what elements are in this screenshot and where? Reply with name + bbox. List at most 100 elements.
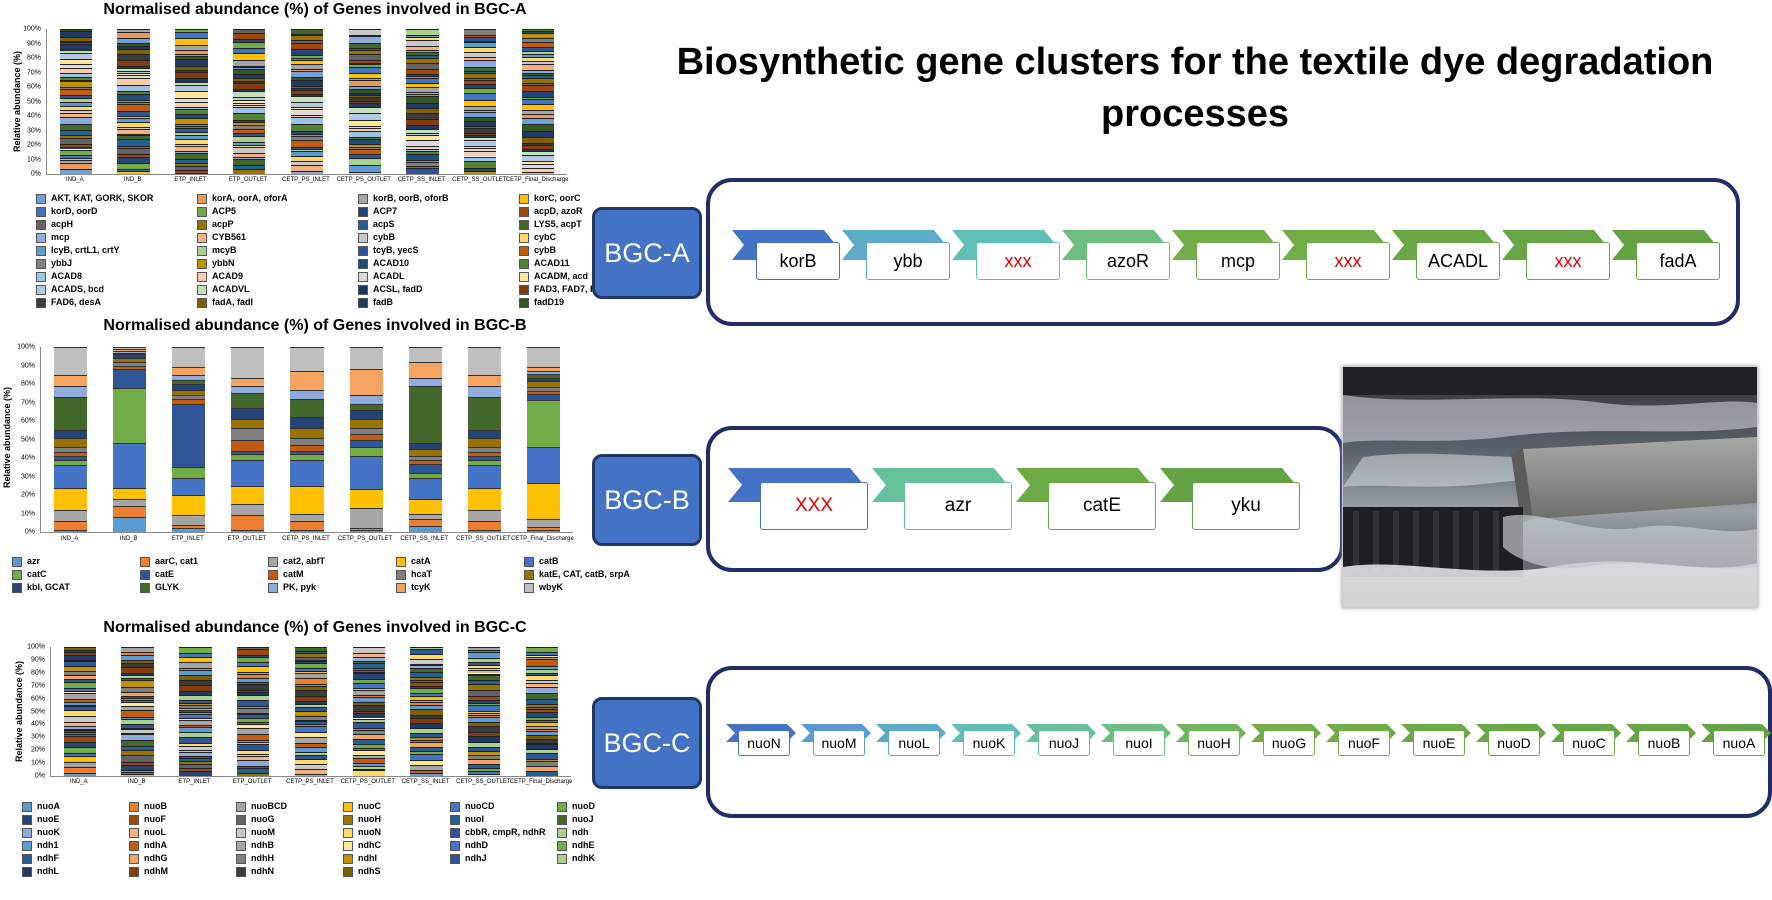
bar-segment (179, 699, 212, 703)
legend-item: acpS (358, 219, 503, 230)
legend-swatch (519, 193, 529, 204)
legend-swatch (197, 297, 207, 308)
bar-segment (233, 39, 266, 43)
bar-segment (117, 115, 150, 119)
legend-item: tcyK (396, 582, 508, 593)
gene-label: nuoE (1413, 730, 1465, 756)
bar-segment (468, 755, 501, 759)
bar-segment (179, 724, 212, 728)
bar-segment (290, 29, 324, 34)
legend-label: nuoM (251, 827, 275, 837)
bar-segment (59, 113, 93, 118)
bar-segment (63, 661, 97, 666)
bar-segment (233, 66, 266, 69)
bar-segment (410, 751, 443, 755)
bar-segment (117, 145, 150, 149)
bar-segment (410, 741, 443, 747)
bar-segment (175, 32, 208, 39)
bar-segment (59, 40, 93, 43)
bar-segment (54, 459, 88, 466)
bar-segment (59, 130, 93, 135)
bar-segment (468, 657, 501, 662)
bar-segment (290, 68, 324, 71)
bar-segment (525, 675, 559, 681)
bar-segment (352, 690, 385, 696)
bar-segment (468, 684, 501, 691)
bar-segment (179, 732, 212, 737)
bar-segment (117, 75, 150, 78)
y-tick-label: 90% (20, 362, 35, 369)
legend-item: ndhM (129, 866, 220, 877)
gene-label: nuoJ (1038, 730, 1090, 756)
bar-segment (348, 130, 381, 138)
legend-swatch (36, 258, 46, 269)
chart-a-title: Normalised abundance (%) of Genes involv… (103, 1, 527, 18)
bar-segment (290, 57, 324, 60)
bar-segment (410, 701, 443, 705)
bar-segment (467, 437, 501, 447)
bar-segment (63, 721, 97, 726)
bar-segment (175, 49, 208, 54)
bar-segment (348, 128, 381, 131)
bar-segment (352, 718, 385, 723)
bar-segment (348, 43, 381, 48)
legend-label: ndh (572, 827, 589, 837)
chart-a-yticks: 0%10%20%30%40%50%60%70%80%90%100% (0, 26, 44, 178)
bar-segment (179, 751, 212, 757)
bar-segment (294, 672, 328, 679)
bar-segment (521, 50, 555, 54)
legend-label: catM (283, 569, 304, 579)
bar-segment (121, 647, 154, 652)
bar-segment (231, 378, 265, 386)
bar-segment (468, 690, 501, 696)
bar-segment (349, 395, 383, 405)
bar-segment (294, 683, 328, 686)
x-tick-label: ETP_OUTLET (228, 177, 268, 183)
bar-segment (290, 124, 324, 131)
legend-label: ndhE (572, 840, 595, 850)
bar-segment (406, 29, 439, 36)
bar-segment (526, 377, 560, 382)
bar-segment (290, 108, 324, 116)
bar-segment (294, 653, 328, 657)
gene-label: nuoN (738, 730, 790, 756)
bar-segment (521, 130, 555, 138)
y-tick-label: 20% (26, 141, 41, 149)
bar-segment (294, 731, 328, 738)
bar-segment (525, 721, 559, 726)
legend-item: korC, oorC (519, 193, 659, 204)
bar-segment (521, 167, 555, 173)
legend-item: ACADM, acd (519, 271, 659, 282)
bar-segment (464, 99, 497, 106)
legend-label: nuoK (37, 827, 60, 837)
y-tick-label: 20% (30, 746, 45, 754)
bar-segment (172, 528, 206, 532)
bar-segment (59, 76, 93, 80)
bar-segment (352, 697, 385, 703)
bar-segment (117, 157, 150, 163)
bar-segment (54, 530, 88, 532)
x-tick-label: ETP_INLET (171, 536, 204, 542)
legend-label: tcyB, yecS (373, 245, 419, 255)
bar-segment (113, 354, 147, 359)
bar-segment (349, 369, 383, 396)
legend-swatch (129, 814, 139, 825)
bar-segment (179, 702, 212, 706)
y-tick-label: 100% (17, 343, 35, 351)
bar-segment (525, 704, 559, 708)
bar-segment (237, 741, 270, 745)
legend-item: mcyB (197, 245, 342, 256)
bar-segment (294, 719, 328, 721)
legend-item: ndh (557, 827, 648, 838)
legend-swatch (129, 827, 139, 838)
bar-segment (233, 124, 266, 130)
bar-segment (525, 657, 559, 660)
legend-label: korB, oorB, oforB (373, 193, 449, 203)
legend-swatch (358, 297, 368, 308)
bar-segment (63, 709, 97, 716)
bar-segment (121, 746, 154, 751)
bar-segment (54, 446, 88, 453)
bar-segment (237, 674, 270, 679)
legend-item: ndhE (557, 840, 648, 851)
